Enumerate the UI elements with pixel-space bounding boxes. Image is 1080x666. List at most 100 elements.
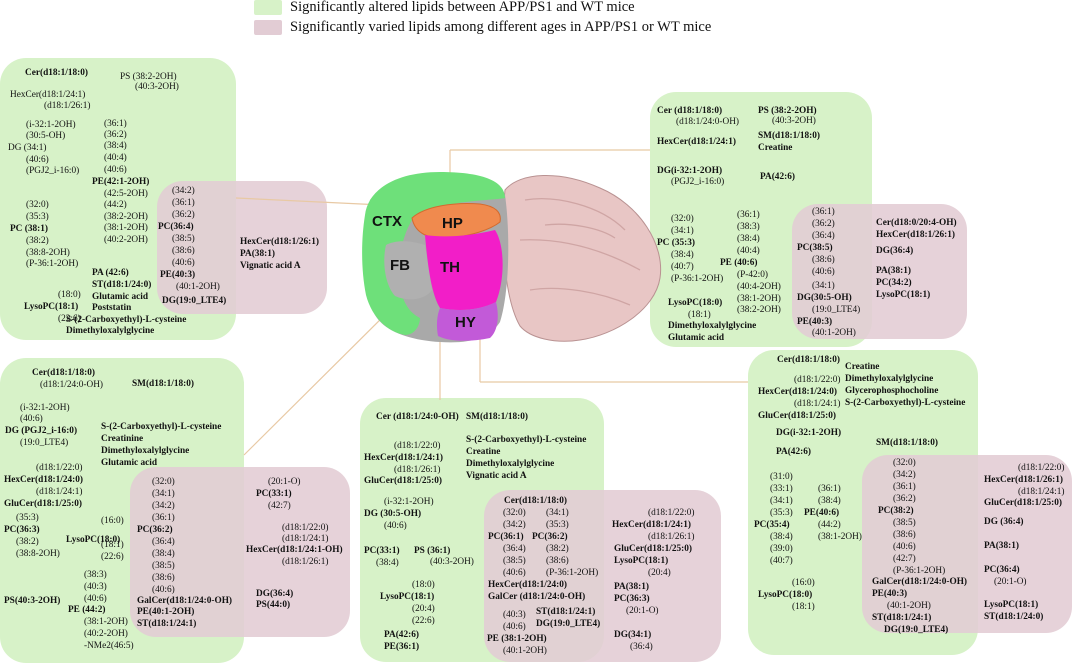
fb-age-lipid: (20:1-O) — [268, 477, 301, 487]
th-lipid: Dimethyloxalylglycine — [466, 459, 555, 469]
hp-age-lipid: PC(38:5) — [797, 243, 833, 253]
ctx-age-lipid: (34:2) — [172, 186, 195, 196]
fb-lipid: (18:1) — [101, 540, 124, 550]
hy-lipid: (18:1) — [792, 602, 815, 612]
fb-lipid: Creatinine — [101, 434, 144, 444]
fb-lipid: (38:8-2OH) — [16, 549, 60, 559]
hy-age-lipid: (40:1-2OH) — [887, 601, 931, 611]
ctx-lipid: HexCer(d18:1/24:1) — [10, 90, 86, 100]
ctx-age-lipid: (36:2) — [172, 210, 195, 220]
hy-age-lipid: (20:1-O) — [994, 577, 1027, 587]
hp-pink-panel — [792, 204, 967, 339]
fb-lipid: (40:2-2OH) — [84, 629, 128, 639]
th-age-lipid: (38:5) — [503, 556, 526, 566]
ctx-lipid: (40:6) — [26, 155, 49, 165]
th-lipid: PA(42:6) — [384, 630, 419, 640]
th-age-lipid: PC(36:3) — [614, 594, 650, 604]
fb-region — [384, 241, 432, 300]
hp-age-lipid: (40:6) — [812, 267, 835, 277]
th-lipid: (18:0) — [412, 580, 435, 590]
th-lipid: PC(33:1) — [364, 546, 400, 556]
hy-age-lipid: GalCer(d18:1/24:0-OH) — [872, 577, 968, 587]
th-age-lipid: (38:2) — [546, 544, 569, 554]
hy-age-lipid: (36:1) — [893, 482, 916, 492]
th-age-lipid: (38:6) — [546, 556, 569, 566]
hy-lipid: (16:0) — [792, 578, 815, 588]
fb-lipid: (19:0_LTE4) — [20, 438, 69, 448]
hp-lipid: DG(i-32:1-2OH) — [657, 166, 723, 176]
hy-age-lipid: (34:2) — [893, 470, 916, 480]
hy-age-lipid: DG(19:0_LTE4) — [884, 625, 949, 635]
ctx-lipid: (38:1-2OH) — [104, 223, 148, 233]
hy-lipid: (38:4) — [818, 496, 841, 506]
fb-lipid: PC(36:3) — [4, 525, 40, 535]
hp-lipid: Dimethyloxalylglycine — [668, 321, 757, 331]
fb-age-lipid: (32:0) — [152, 477, 175, 487]
hy-age-lipid: ST(d18:1/24:1) — [872, 613, 932, 623]
th-age-lipid: (35:3) — [546, 520, 569, 530]
fb-lipid: (d18:1/24:0-OH) — [40, 380, 104, 390]
hy-lipid: Creatine — [845, 362, 880, 372]
ctx-pink-panel — [157, 181, 327, 314]
ctx-lipid: (i-32:1-2OH) — [26, 120, 76, 130]
th-age-lipid: ST(d18:1/24:1) — [536, 607, 596, 617]
th-lipid: S-(2-Carboxyethyl)-L-cysteine — [466, 435, 587, 445]
hp-lipid: (40:4-2OH) — [737, 282, 781, 292]
th-age-lipid: (40:1-2OH) — [503, 646, 547, 656]
fb-lipid: Cer(d18:1/18:0) — [32, 368, 95, 378]
hp-lipid: (38:4) — [737, 234, 760, 244]
fb-age-lipid: (36:4) — [152, 537, 175, 547]
hp-lipid: (34:1) — [671, 226, 694, 236]
hp-age-lipid: Cer(d18:0/20:4-OH) — [876, 218, 957, 228]
hy-age-lipid: PE(40:3) — [872, 589, 908, 599]
hy-lipid: (40:7) — [770, 556, 793, 566]
th-age-lipid: DG(19:0_LTE4) — [536, 619, 601, 629]
th-age-lipid: GluCer(d18:1/25:0) — [614, 544, 692, 554]
fb-lipid: SM(d18:1/18:0) — [132, 379, 194, 389]
hy-lipid: (38:4) — [770, 532, 793, 542]
fb-lipid: (16:0) — [101, 516, 124, 526]
hp-lipid: (PGJ2_i-16:0) — [671, 177, 725, 187]
ctx-lipid: (P-36:1-2OH) — [26, 259, 79, 269]
ctx-lipid: (36:2) — [104, 130, 127, 140]
ctx-lipid: PS (38:2-2OH) — [120, 72, 177, 82]
fb-age-lipid: (36:1) — [152, 513, 175, 523]
hy-age-lipid: PC(38:2) — [878, 506, 914, 516]
fb-lipid: HexCer(d18:1/24:0) — [4, 475, 84, 485]
hy-lipid: (38:1-2OH) — [818, 532, 862, 542]
ctx-lipid: PA (42:6) — [92, 268, 129, 278]
hp-age-lipid: (40:1-2OH) — [812, 328, 856, 338]
hy-lipid: Dimethyloxalylglycine — [845, 374, 934, 384]
ctx-lipid: (42:5-2OH) — [104, 189, 148, 199]
legend-green-label: Significantly altered lipids between APP… — [290, 0, 635, 15]
hp-lipid: (36:1) — [737, 210, 760, 220]
hp-lipid: (40:3-2OH) — [772, 116, 816, 126]
th-age-lipid: PC(36:2) — [532, 532, 568, 542]
ctx-lipid: (18:0) — [58, 290, 81, 300]
hy-lipid: S-(2-Carboxyethyl)-L-cysteine — [845, 398, 966, 408]
ctx-lipid: (38:2) — [26, 236, 49, 246]
fb-lipid: DG (PGJ2_i-16:0) — [5, 426, 78, 436]
hy-lipid: SM(d18:1/18:0) — [876, 438, 938, 448]
ctx-age-lipid: HexCer(d18:1/26:1) — [240, 237, 320, 247]
ctx-lipid: (40:6) — [104, 165, 127, 175]
hp-age-lipid: (36:2) — [812, 219, 835, 229]
ctx-lipid: (PGJ2_i-16:0) — [26, 166, 80, 176]
fb-pink-panel — [130, 467, 350, 637]
fb-age-lipid: GalCer(d18:1/24:0-OH) — [137, 596, 233, 606]
right-hemisphere — [502, 174, 662, 342]
ctx-lipid: (40:2-2OH) — [104, 235, 148, 245]
th-lipid: (i-32:1-2OH) — [384, 497, 434, 507]
fb-label: FB — [390, 257, 410, 274]
hp-lipid: (38:2-2OH) — [737, 305, 781, 315]
th-lipid: SM(d18:1/18:0) — [466, 412, 528, 422]
hp-label: HP — [442, 215, 463, 232]
ctx-lipid: (35:3) — [26, 212, 49, 222]
ctx-age-lipid: (36:1) — [172, 198, 195, 208]
ctx-lipid: (44:2) — [104, 200, 127, 210]
hp-age-lipid: (34:1) — [812, 281, 835, 291]
th-pink-panel — [484, 490, 721, 662]
fb-lipid: (38:1-2OH) — [84, 617, 128, 627]
fb-age-lipid: PE(40:1-2OH) — [137, 607, 195, 617]
